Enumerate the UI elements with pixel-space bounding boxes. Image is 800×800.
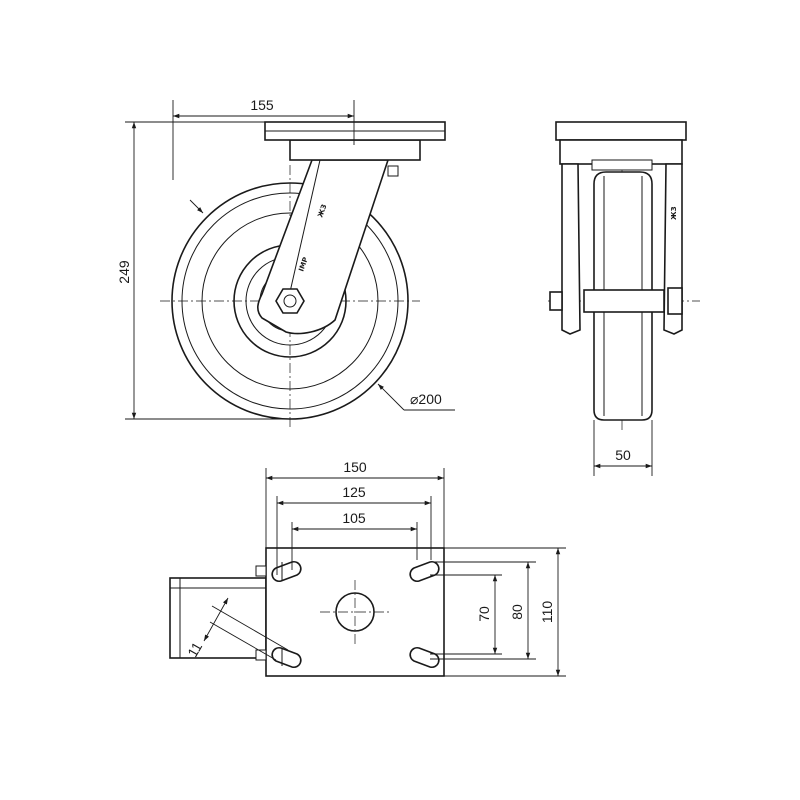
- axle-bolt: [283, 294, 297, 308]
- dim-105-label: 105: [342, 510, 366, 526]
- dim-150-label: 150: [343, 459, 367, 475]
- bolt-stub-bottom: [255, 649, 267, 661]
- dim-155-label: 155: [250, 97, 274, 113]
- front-swivel-head: [559, 139, 683, 165]
- dim-11-line: [203, 597, 229, 642]
- dim-249-label: 249: [116, 260, 132, 284]
- wheel-rim: [201, 212, 379, 390]
- top-view: 150 125 105 70 80 110 11: [169, 459, 566, 677]
- front-fork-mark-text: ЖЗ: [670, 206, 678, 220]
- dim-110-label: 110: [539, 601, 555, 624]
- dim-125-label: 125: [342, 484, 366, 500]
- wheel-tread-inner: [181, 192, 399, 410]
- front-axle-nut-right: [667, 287, 683, 315]
- axle-nut: [275, 288, 305, 314]
- fork-arm-edge: [289, 159, 321, 293]
- slot-bottom-right: [409, 646, 440, 669]
- side-view: ЖЗ IMP 155 249 ⌀200: [116, 97, 455, 430]
- dim-70-label: 70: [476, 606, 492, 622]
- front-top-plate: [555, 121, 687, 141]
- dia-200-leader: [377, 383, 405, 411]
- tread-leader: [189, 199, 204, 214]
- dim-11-label: 11: [184, 639, 205, 660]
- dim-50-label: 50: [615, 447, 631, 463]
- dia-200-label: ⌀200: [410, 391, 442, 407]
- swivel-head: [289, 139, 421, 161]
- dim-80-label: 80: [509, 604, 525, 620]
- front-view: ЖЗ 50: [548, 121, 700, 476]
- front-kingpin-ring: [591, 159, 653, 171]
- grease-nipple: [387, 165, 399, 177]
- front-axle-hub: [583, 289, 665, 313]
- slot-top-left: [271, 560, 302, 583]
- front-fork-left: [561, 163, 581, 335]
- front-axle-nut-left: [549, 291, 563, 311]
- slot-bottom-left: [271, 646, 302, 669]
- bolt-stub-top: [255, 565, 267, 577]
